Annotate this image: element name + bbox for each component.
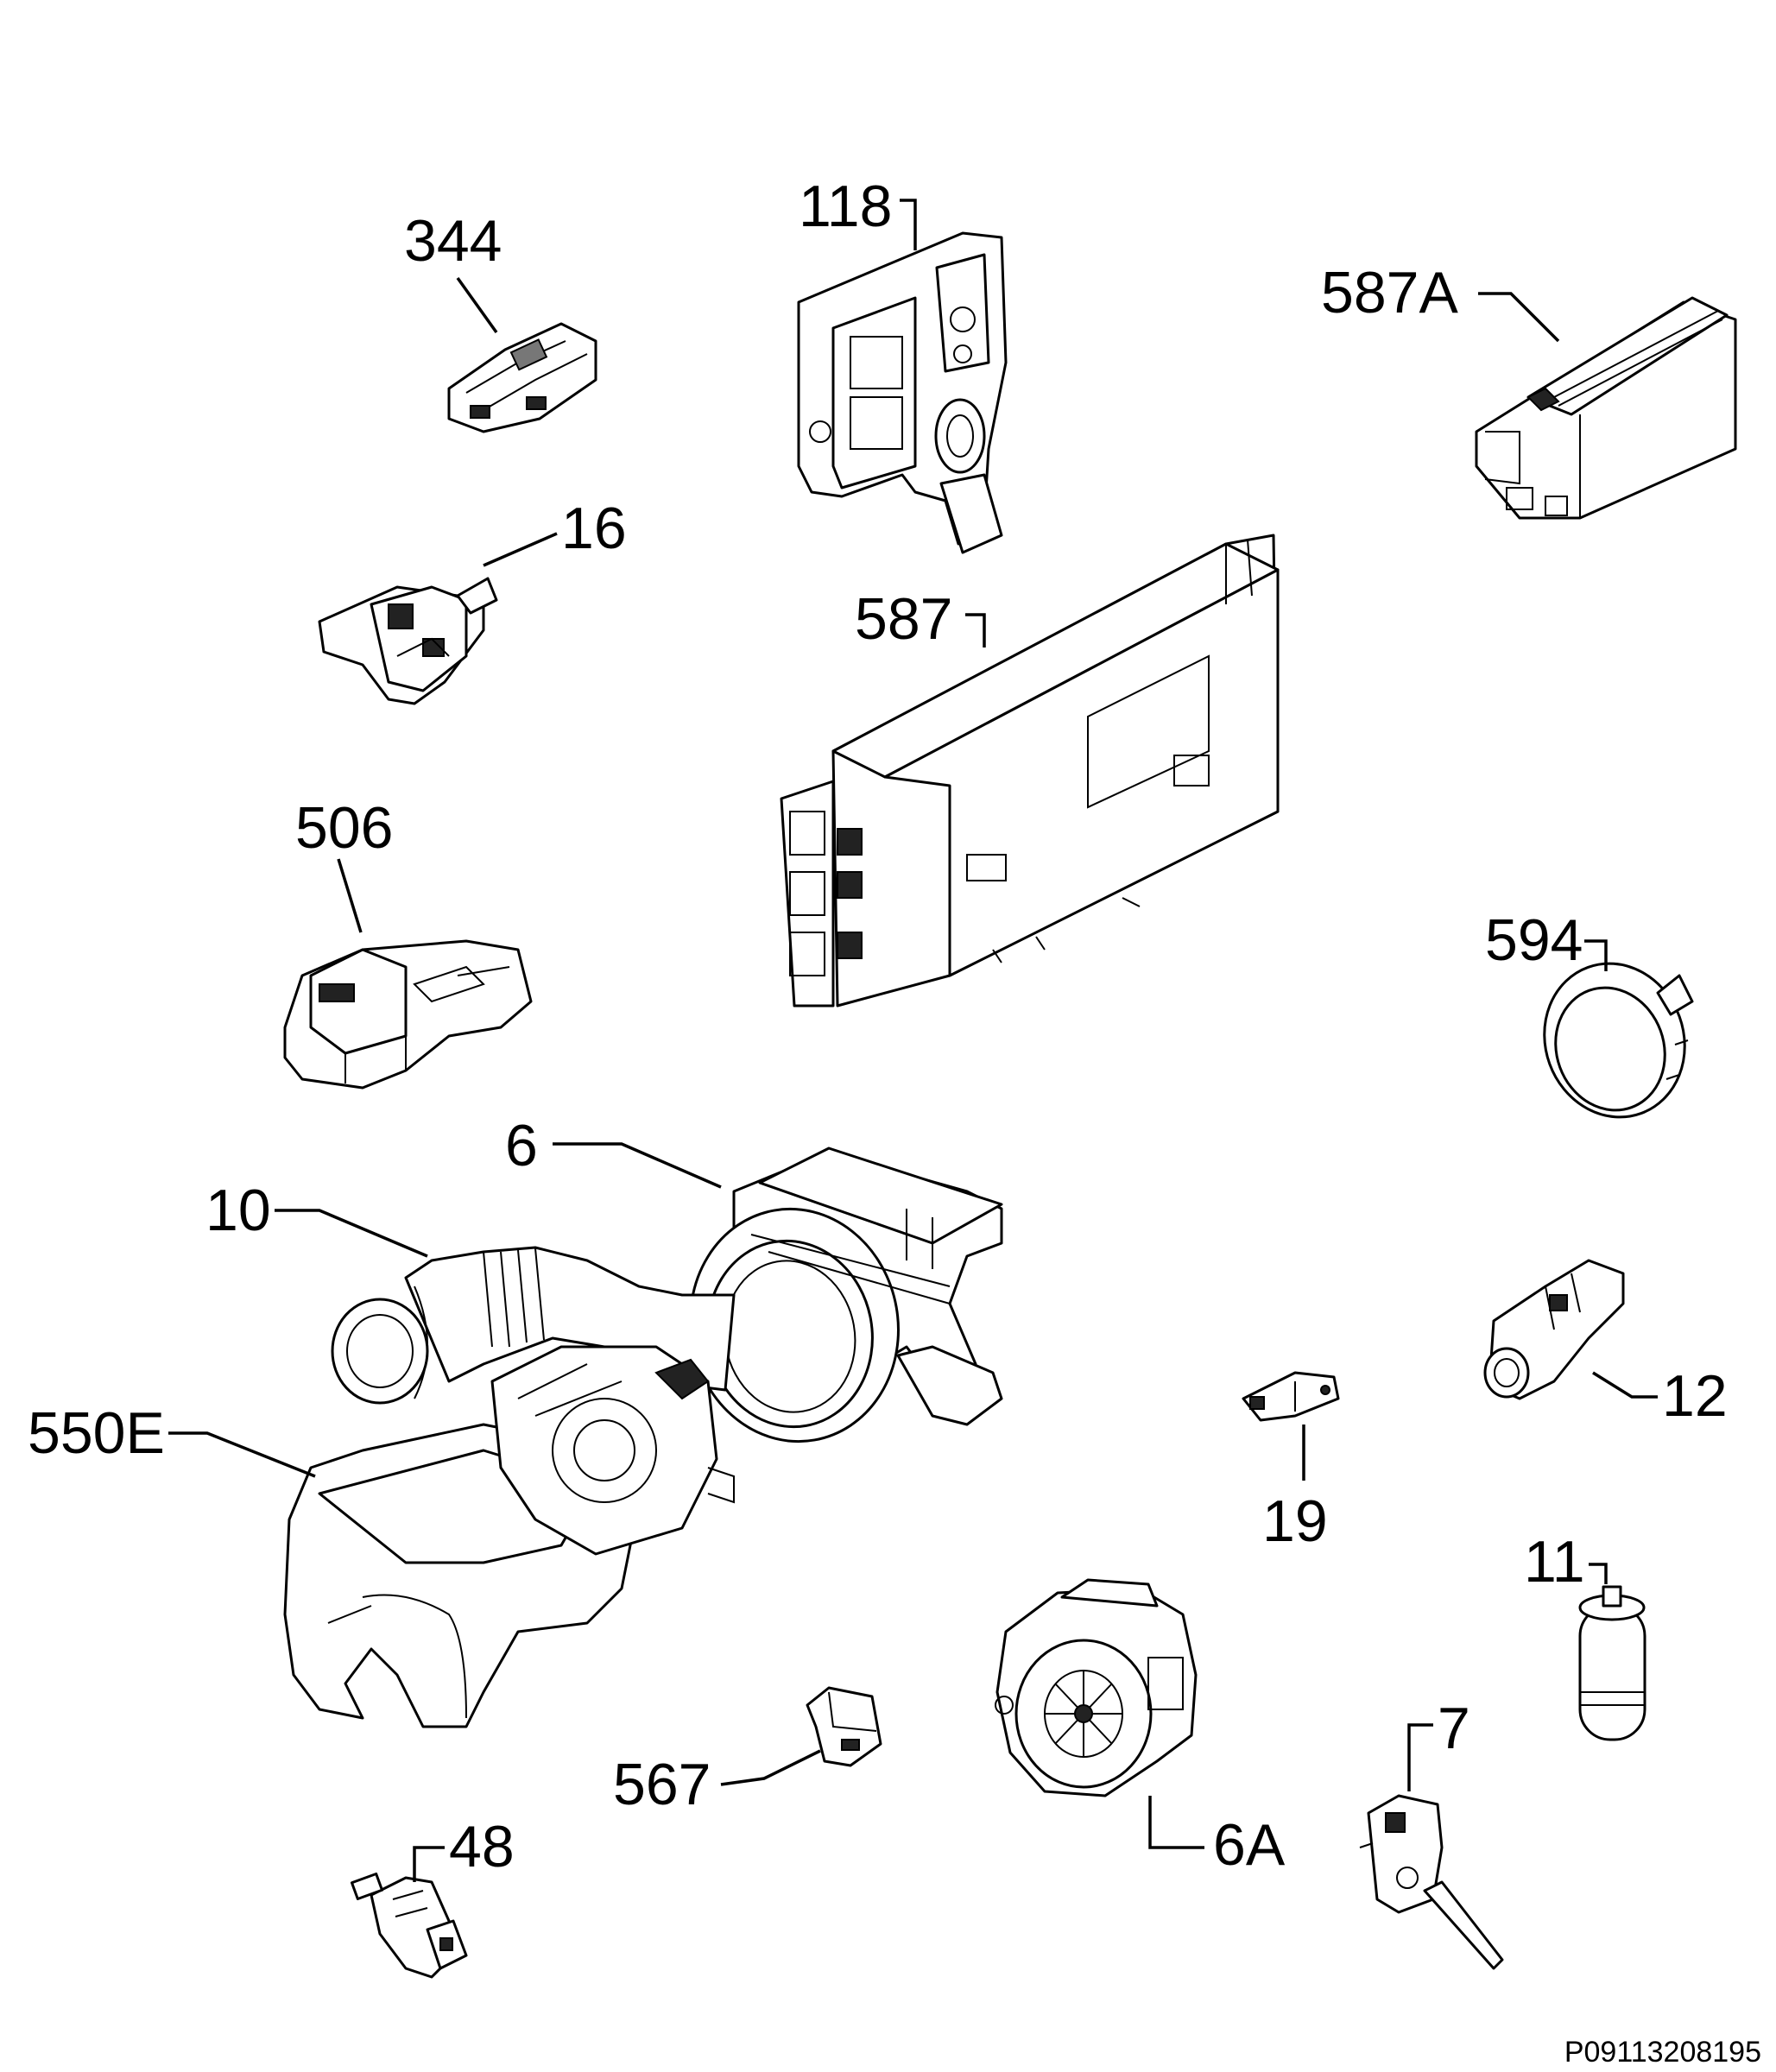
part-567[interactable] bbox=[806, 1686, 882, 1767]
leader-7 bbox=[1407, 1723, 1433, 1791]
drawing-code: P09113208195 bbox=[1564, 2036, 1761, 2069]
label-10: 10 bbox=[205, 1178, 271, 1243]
part-7[interactable] bbox=[1359, 1794, 1504, 1970]
label-12: 12 bbox=[1662, 1363, 1728, 1429]
part-118[interactable] bbox=[797, 231, 1008, 554]
label-6: 6 bbox=[505, 1113, 538, 1178]
leader-587 bbox=[965, 613, 986, 648]
label-344: 344 bbox=[404, 208, 502, 274]
label-506: 506 bbox=[295, 795, 393, 861]
part-550E[interactable] bbox=[283, 1345, 735, 1728]
label-48: 48 bbox=[449, 1814, 515, 1879]
label-587: 587 bbox=[855, 586, 952, 652]
leader-48 bbox=[413, 1846, 445, 1882]
label-587A: 587A bbox=[1321, 260, 1458, 325]
leader-587A bbox=[1478, 292, 1560, 343]
part-587A[interactable] bbox=[1475, 296, 1737, 520]
leader-6A bbox=[1148, 1796, 1204, 1849]
leader-506 bbox=[337, 858, 363, 933]
leader-16 bbox=[483, 532, 558, 567]
part-594[interactable] bbox=[1523, 944, 1706, 1137]
leader-118 bbox=[900, 199, 917, 250]
leader-550E bbox=[168, 1431, 316, 1478]
part-16[interactable] bbox=[318, 577, 498, 705]
part-12[interactable] bbox=[1483, 1259, 1625, 1400]
label-19: 19 bbox=[1262, 1488, 1328, 1554]
part-344[interactable] bbox=[447, 322, 597, 433]
label-118: 118 bbox=[799, 174, 892, 239]
leader-6 bbox=[553, 1142, 722, 1189]
part-6A[interactable] bbox=[995, 1578, 1198, 1797]
label-6A: 6A bbox=[1213, 1812, 1286, 1878]
leader-10 bbox=[275, 1209, 428, 1258]
label-594: 594 bbox=[1485, 907, 1583, 973]
label-550E: 550E bbox=[28, 1400, 165, 1466]
label-11: 11 bbox=[1524, 1529, 1585, 1595]
part-6[interactable] bbox=[672, 1147, 1003, 1458]
leader-12 bbox=[1592, 1371, 1658, 1399]
label-16: 16 bbox=[561, 496, 627, 561]
part-11[interactable] bbox=[1578, 1585, 1646, 1741]
leader-11 bbox=[1589, 1563, 1608, 1584]
part-506[interactable] bbox=[283, 939, 533, 1090]
part-19[interactable] bbox=[1242, 1371, 1340, 1422]
leader-344 bbox=[456, 276, 498, 334]
leader-594 bbox=[1584, 939, 1608, 971]
part-48[interactable] bbox=[350, 1872, 468, 1979]
leader-567 bbox=[720, 1749, 821, 1786]
label-567: 567 bbox=[613, 1752, 711, 1817]
part-587[interactable] bbox=[780, 534, 1280, 1008]
label-7: 7 bbox=[1438, 1696, 1470, 1761]
